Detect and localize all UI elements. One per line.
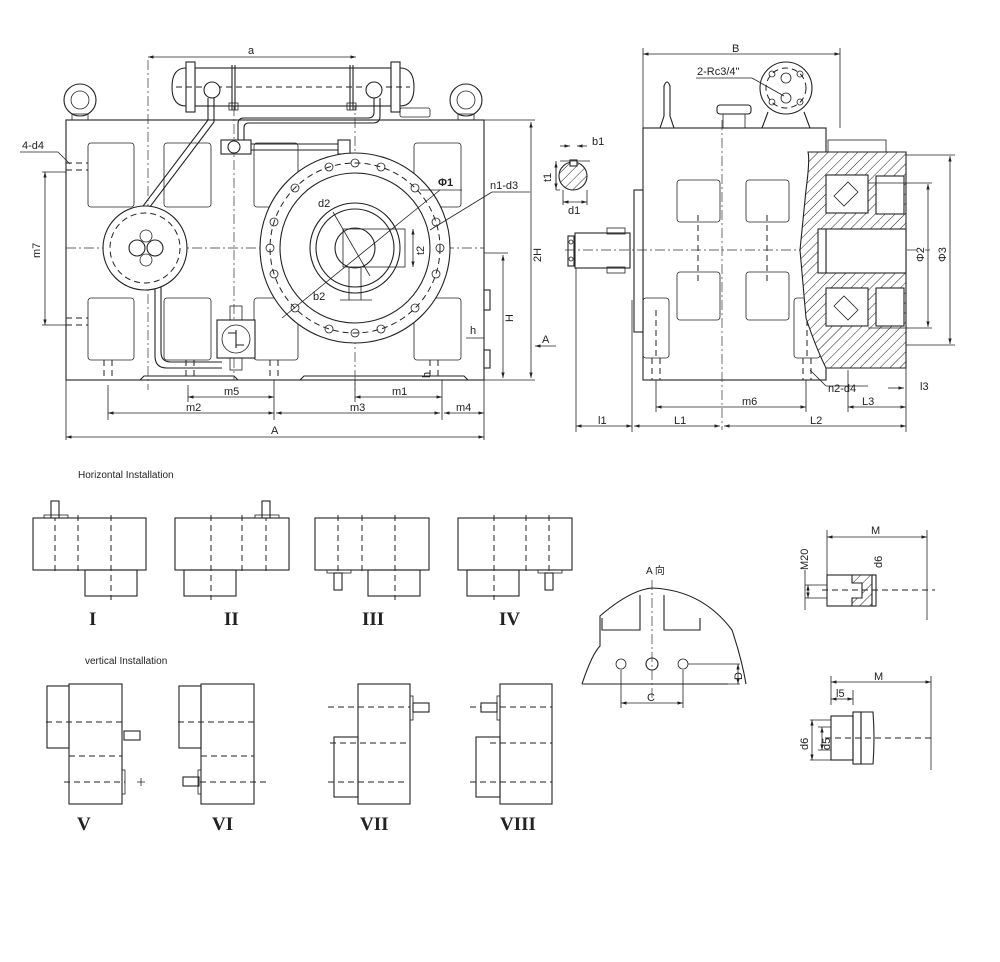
mount-label-V: V [77,814,91,835]
dim-d6-top: d6 [873,556,885,568]
input-shaft [567,227,631,274]
oil-pipes [139,98,381,369]
flange-bolt-holes [265,158,445,338]
detail-threaded-end: M M20 d6 [799,525,935,620]
mount-IV [457,515,573,600]
output-section [799,139,907,369]
dim-n2-d4: n2-d4 [828,383,856,395]
dim-l5: l5 [836,688,845,700]
oil-distributor [216,305,256,371]
mount-label-VII: VII [360,814,389,835]
front-dimensions: a 4-d4 m7 Φ1 n1-d3 d2 t2 b2 2H H h h A [20,45,556,440]
output-flange [259,152,451,344]
dim-d5: d5 [821,738,833,750]
dim-d1: d1 [568,205,580,217]
side-view: b1 t1 d1 B 2-Rc3/4" Φ2 Φ3 n2-d4 l3 m6 L3 [542,43,955,432]
oil-cooler [171,61,431,118]
dim-d6-bottom: d6 [799,738,811,750]
dim-b1: b1 [592,136,604,148]
detail-plain-end: M l5 d6 d5 [799,671,935,770]
dim-l1: l1 [598,415,607,427]
side-top-fittings [659,61,813,129]
mount-II [174,500,290,600]
dim-phi2: Φ2 [915,247,927,262]
side-dimensions: B 2-Rc3/4" Φ2 Φ3 n2-d4 l3 m6 L3 l1 L1 L2 [575,43,955,432]
dim-2H: 2H [532,248,544,262]
dim-L2: L2 [810,415,822,427]
mount-V [46,683,145,805]
dim-C: C [647,692,655,704]
mount-label-II: II [224,609,239,630]
dim-D: D [733,672,745,680]
mount-VIII [470,683,553,805]
vertical-installation: vertical Installation V VI VII VIII [46,656,553,835]
dim-m7: m7 [31,243,43,258]
lifting-eye-right [449,83,483,121]
dim-m4: m4 [456,402,471,414]
dim-m6: m6 [742,396,757,408]
mount-label-I: I [89,609,96,630]
dim-2-Rc3-4: 2-Rc3/4" [697,66,740,78]
dim-M-top: M [871,525,880,537]
dim-M20: M20 [799,549,811,570]
view-a-title: A 向 [646,564,665,577]
mount-VII [328,683,430,805]
view-a-detail: A 向 D C [581,564,747,708]
mount-I [32,500,147,600]
housing-base [66,375,484,381]
dim-h-foot: h [421,372,433,378]
dim-B: B [732,43,739,55]
dim-phi1: Φ1 [438,177,453,189]
dim-n1-d3: n1-d3 [490,180,518,192]
dim-H: H [504,314,516,322]
dim-L3: L3 [862,396,874,408]
side-housing [642,127,827,381]
dim-L1: L1 [674,415,686,427]
dim-m1: m1 [392,386,407,398]
mount-label-VIII: VIII [500,814,536,835]
oil-pump [102,205,188,291]
view-a-arrow-label: A [542,334,550,346]
foot-bolts [66,162,439,380]
dim-h: h [470,325,476,337]
dim-t2: t2 [415,246,427,255]
dim-A: A [271,425,279,437]
dim-d2: d2 [318,198,330,210]
mount-label-IV: IV [499,609,520,630]
vertical-installation-title: vertical Installation [85,656,167,667]
horizontal-installation: Horizontal Installation I II III IV [32,470,573,630]
dim-m5: m5 [224,386,239,398]
horizontal-installation-title: Horizontal Installation [78,470,174,481]
input-flange [633,189,644,333]
dim-a: a [248,45,255,57]
mount-label-III: III [362,609,384,630]
mount-label-VI: VI [212,814,233,835]
dim-b2: b2 [313,291,325,303]
dim-phi3: Φ3 [937,247,949,262]
dim-t1: t1 [542,173,554,182]
dim-m3: m3 [350,402,365,414]
keyway-detail: b1 t1 d1 [542,136,604,217]
dim-l3: l3 [920,381,929,393]
dim-m2: m2 [186,402,201,414]
side-ribs [642,179,821,380]
dim-4-d4: 4-d4 [22,140,44,152]
lifting-eye-left [63,83,97,121]
mount-VI [178,683,268,805]
dim-M-bottom: M [874,671,883,683]
mount-III [314,515,430,600]
front-view: a 4-d4 m7 Φ1 n1-d3 d2 t2 b2 2H H h h A [20,45,556,440]
